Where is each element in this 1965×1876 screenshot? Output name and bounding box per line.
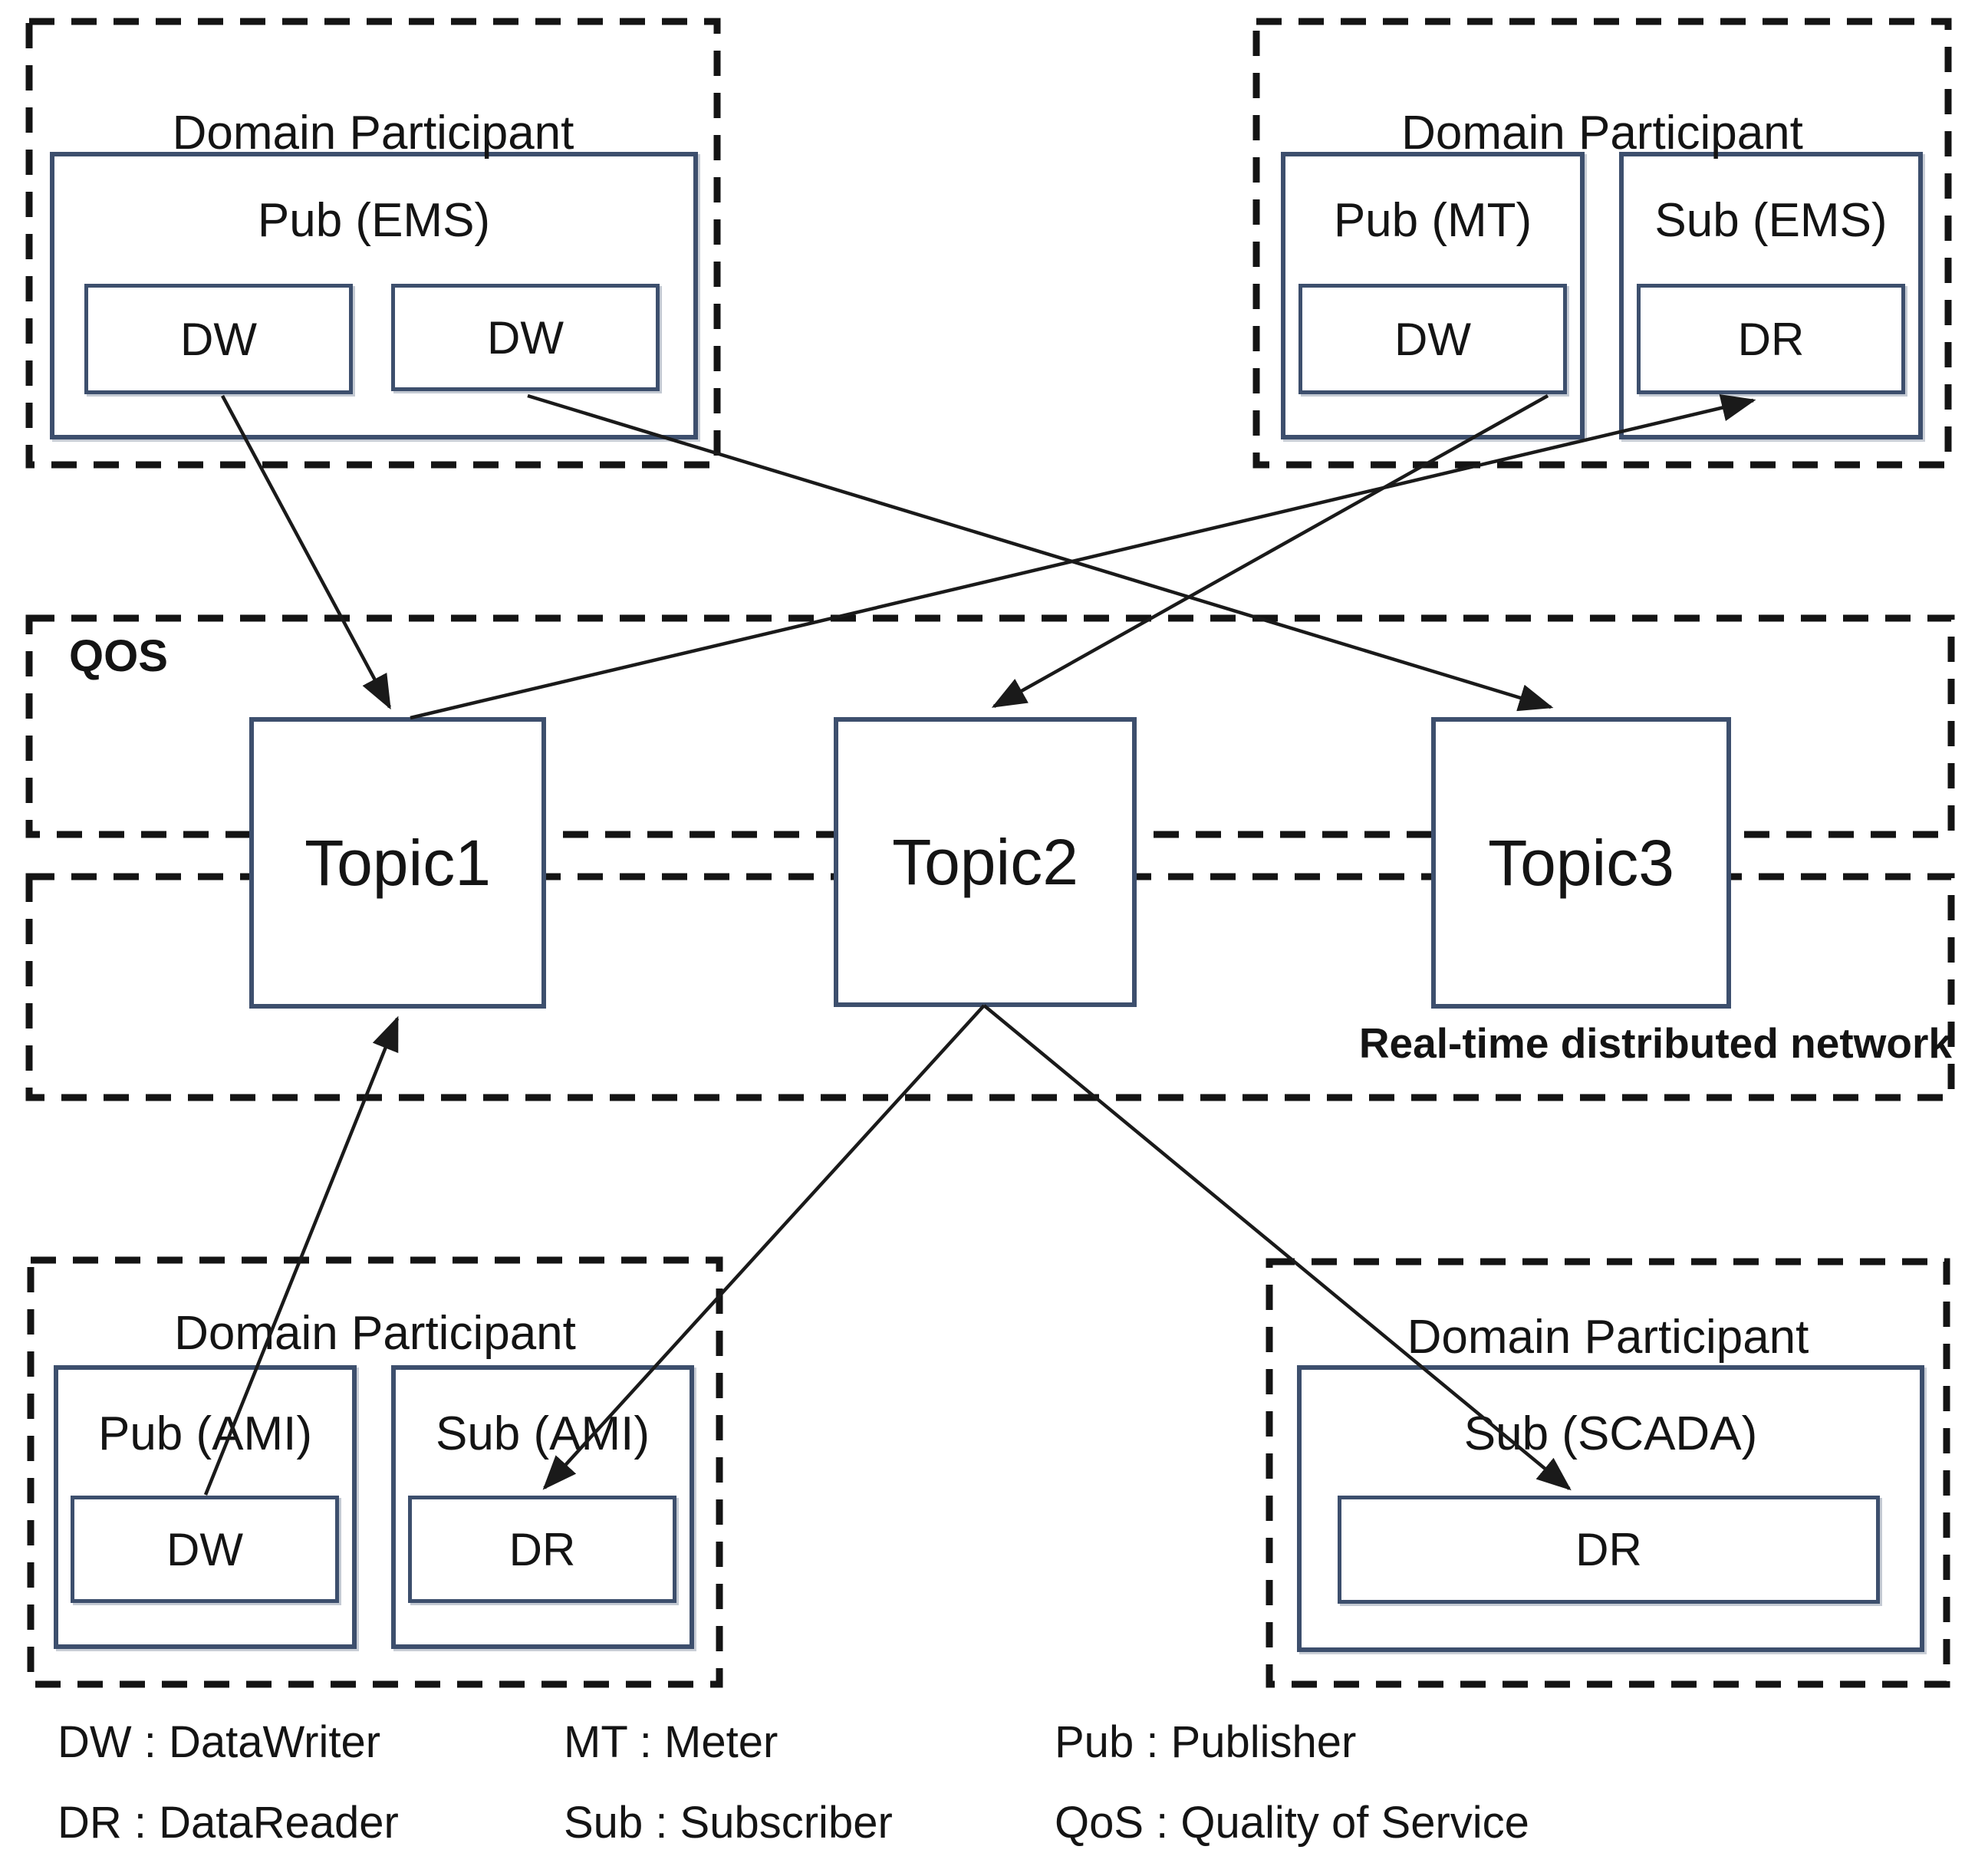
topic3-box: Topic3 bbox=[1431, 717, 1731, 1009]
domain-participant-top-left-title: Domain Participant bbox=[172, 107, 574, 160]
legend-dw: DW : DataWriter bbox=[58, 1717, 381, 1767]
datawriter-box: DW bbox=[84, 284, 353, 394]
publisher-ami-label: Pub (AMI) bbox=[97, 1407, 313, 1460]
legend-sub: Sub : Subscriber bbox=[564, 1798, 893, 1848]
publisher-mt-box: Pub (MT) DW bbox=[1281, 152, 1585, 439]
datawriter-box: DW bbox=[71, 1496, 339, 1603]
subscriber-ami-box: Sub (AMI) DR bbox=[391, 1365, 694, 1649]
subscriber-ems-label: Sub (EMS) bbox=[1654, 194, 1888, 247]
subscriber-scada-box: Sub (SCADA) DR bbox=[1297, 1365, 1924, 1652]
publisher-ami-box: Pub (AMI) DW bbox=[54, 1365, 357, 1649]
subscriber-ems-box: Sub (EMS) DR bbox=[1619, 152, 1923, 439]
domain-participant-top-right-title: Domain Participant bbox=[1401, 107, 1803, 160]
arrow-topic1-to-sub-ems-dr bbox=[410, 394, 1756, 720]
legend-mt: MT : Meter bbox=[564, 1717, 778, 1767]
publisher-mt-label: Pub (MT) bbox=[1333, 194, 1532, 247]
legend-pub: Pub : Publisher bbox=[1055, 1717, 1357, 1767]
datawriter-box: DW bbox=[1298, 284, 1567, 394]
domain-participant-bottom-left-title: Domain Participant bbox=[174, 1307, 576, 1360]
domain-participant-bottom-right-title: Domain Participant bbox=[1407, 1311, 1809, 1364]
datawriter-box: DW bbox=[391, 284, 660, 391]
network-region-label: Real-time distributed network bbox=[1358, 1019, 1952, 1067]
subscriber-ami-label: Sub (AMI) bbox=[435, 1407, 650, 1460]
arrow-pub-ems-dw1-to-topic1 bbox=[221, 394, 391, 710]
datareader-box: DR bbox=[408, 1496, 676, 1603]
qos-region-label: QOS bbox=[69, 631, 168, 681]
datareader-box: DR bbox=[1338, 1496, 1880, 1604]
topic2-box: Topic2 bbox=[834, 717, 1137, 1007]
arrow-pub-ems-dw2-to-topic3 bbox=[527, 393, 1554, 712]
legend-dr: DR : DataReader bbox=[58, 1798, 399, 1848]
publisher-ems-label: Pub (EMS) bbox=[257, 194, 491, 247]
legend-qos: QoS : Quality of Service bbox=[1055, 1798, 1529, 1848]
datareader-box: DR bbox=[1637, 284, 1905, 394]
publisher-ems-box: Pub (EMS) DW DW bbox=[50, 152, 698, 439]
topic1-box: Topic1 bbox=[249, 717, 546, 1009]
subscriber-scada-label: Sub (SCADA) bbox=[1463, 1407, 1758, 1460]
arrow-pub-mt-dw-to-topic2 bbox=[991, 394, 1549, 708]
